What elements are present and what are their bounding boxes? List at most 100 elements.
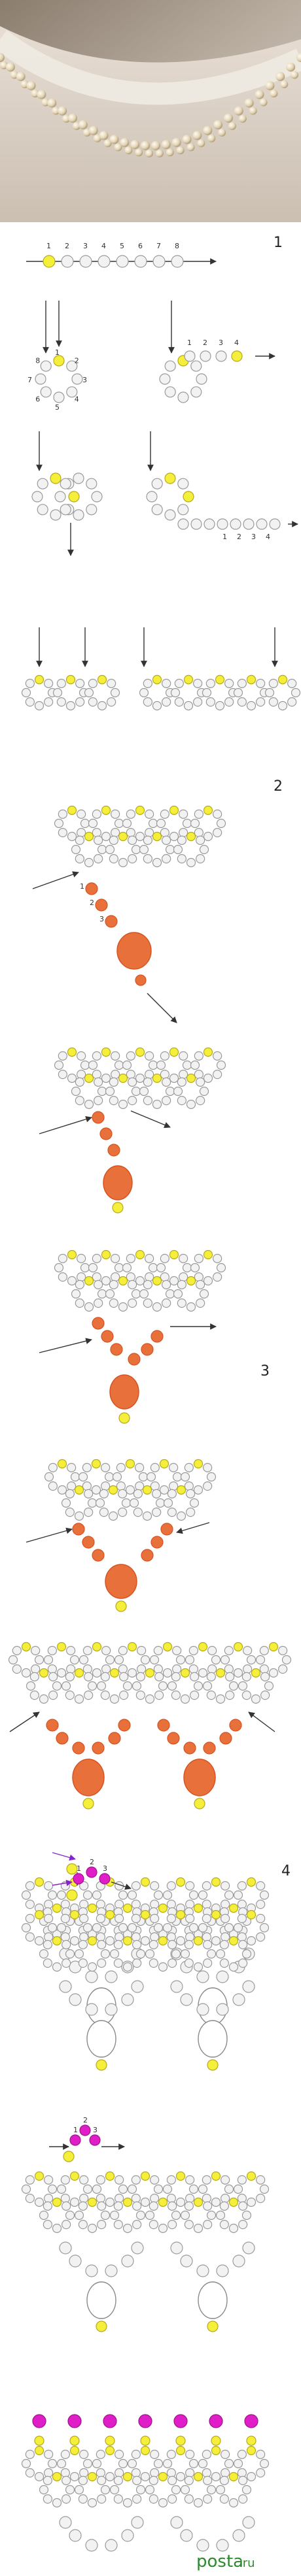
yellow-bead	[34, 1877, 44, 1887]
white-bead	[180, 1472, 190, 1482]
yellow-bead	[82, 1798, 94, 1809]
white-bead	[179, 1051, 188, 1061]
white-bead	[179, 1272, 188, 1282]
white-bead	[206, 2485, 217, 2495]
pearl	[135, 148, 143, 157]
thread-arrow-purple	[52, 1852, 76, 1861]
orange-bead	[183, 1742, 196, 1755]
white-bead	[109, 835, 118, 845]
yellow-bead	[122, 2197, 133, 2207]
white-bead	[131, 1881, 141, 1891]
orange-bead	[141, 1549, 154, 1562]
bead-index-label: 5	[120, 242, 124, 250]
white-bead	[180, 2485, 190, 2495]
white-bead	[194, 1051, 204, 1061]
pearl	[145, 149, 154, 157]
white-bead	[194, 828, 204, 838]
white-bead	[256, 1932, 266, 1942]
white-bead	[225, 1691, 235, 1700]
white-bead	[167, 1508, 177, 1517]
white-bead	[221, 1881, 230, 1891]
white-bead	[39, 1694, 49, 1704]
yellow-bead	[34, 2171, 44, 2181]
white-bead	[184, 2494, 194, 2504]
yellow-bead	[246, 2445, 257, 2456]
white-bead	[25, 2449, 35, 2459]
orange-bead	[203, 1742, 216, 1755]
white-bead	[198, 1890, 208, 1900]
white-bead	[225, 1672, 235, 1681]
white-bead	[127, 2458, 137, 2469]
white-bead	[174, 697, 184, 707]
white-bead	[80, 1060, 90, 1070]
white-bead	[104, 1472, 115, 1482]
white-bead	[92, 809, 101, 819]
white-bead	[84, 1672, 94, 1681]
white-bead	[206, 1672, 216, 1681]
pearl	[234, 106, 243, 116]
white-bead	[194, 809, 204, 819]
pearl	[0, 53, 5, 62]
white-bead	[151, 478, 163, 489]
white-bead	[255, 1655, 266, 1665]
white-bead	[190, 386, 202, 398]
white-bead	[241, 2210, 252, 2221]
white-bead	[160, 809, 169, 819]
white-bead	[238, 2494, 248, 2504]
necklace-photo	[0, 0, 301, 222]
white-bead	[131, 2449, 141, 2459]
white-bead	[242, 1980, 255, 1993]
white-bead	[39, 2210, 49, 2221]
bead-index-label: 1	[55, 348, 60, 357]
bead-index-label: 1	[77, 1864, 81, 1873]
white-bead	[67, 1276, 77, 1286]
orange-bead	[56, 1732, 69, 1745]
white-bead	[60, 1900, 70, 1909]
white-bead	[188, 1664, 198, 1674]
bead-index-label: 1	[73, 2126, 78, 2134]
pearl	[130, 140, 140, 150]
yellow-bead	[246, 674, 257, 685]
white-bead	[219, 1940, 229, 1949]
white-bead	[126, 1070, 135, 1080]
white-bead	[122, 1060, 132, 1070]
white-bead	[166, 2449, 176, 2459]
white-bead	[127, 2184, 137, 2194]
yellow-bead	[118, 1073, 128, 1083]
white-bead	[43, 2494, 52, 2504]
white-bead	[180, 2254, 193, 2268]
magenta-bead	[32, 2414, 46, 2428]
white-bead	[193, 1681, 204, 1691]
white-bead	[79, 1913, 89, 1923]
white-bead	[196, 1077, 205, 1087]
white-bead	[176, 1511, 186, 1521]
large-bead	[86, 2020, 116, 2058]
yellow-bead	[158, 1903, 168, 1913]
white-bead	[65, 1949, 75, 1959]
white-bead	[224, 1664, 234, 1674]
white-bead	[145, 2485, 155, 2495]
white-bead	[264, 1681, 274, 1691]
pearl	[275, 72, 285, 82]
white-bead	[139, 1086, 149, 1097]
white-bead	[149, 1940, 158, 1949]
pearl	[238, 114, 247, 123]
white-bead	[159, 373, 171, 385]
white-bead	[154, 1691, 164, 1700]
white-bead	[221, 1900, 230, 1909]
white-bead	[107, 697, 116, 707]
white-bead	[105, 1289, 115, 1299]
yellow-bead	[169, 1047, 179, 1057]
white-bead	[215, 2485, 226, 2495]
bead-index-label: 3	[99, 915, 104, 923]
white-bead	[189, 1498, 200, 1508]
yellow-bead	[84, 1276, 94, 1286]
white-bead	[126, 809, 135, 819]
white-bead	[25, 678, 35, 688]
yellow-bead	[122, 2471, 133, 2482]
white-bead	[59, 1980, 72, 1993]
white-bead	[148, 1263, 158, 1273]
white-bead	[185, 2449, 195, 2459]
white-bead	[246, 2471, 257, 2482]
white-bead	[61, 1681, 71, 1691]
